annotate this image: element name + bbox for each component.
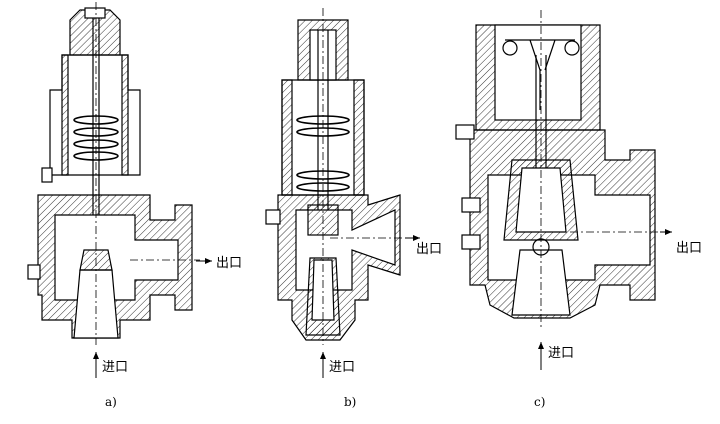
outlet-label-c: 出口 [676, 241, 703, 256]
inlet-label-a: 进口 [102, 360, 129, 375]
inlet-label-c: 进口 [548, 346, 575, 361]
valve-a-drawing [27, 2, 200, 345]
caption-a: a) [105, 395, 117, 409]
caption-b: b) [344, 395, 357, 409]
inlet-label-b: 进口 [329, 360, 356, 375]
outlet-label-b: 出口 [416, 242, 443, 257]
valve-b-drawing [265, 8, 405, 345]
valve-c-drawing [455, 10, 660, 330]
outlet-label-a: 出口 [216, 256, 243, 271]
caption-c: c) [534, 395, 546, 409]
